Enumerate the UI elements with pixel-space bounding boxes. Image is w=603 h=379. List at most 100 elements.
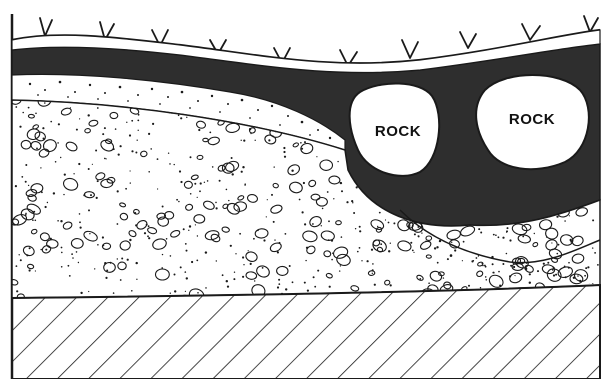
lens-dot <box>564 266 566 268</box>
sand-dot <box>341 190 343 192</box>
sand-dot <box>174 164 175 165</box>
lens-dot <box>510 265 512 267</box>
sand-dot <box>50 121 52 123</box>
sand-dot <box>361 260 362 261</box>
sand-dot <box>197 235 198 236</box>
sand-dot <box>529 273 531 275</box>
sand-dot <box>198 129 200 131</box>
sand-dot <box>234 272 235 273</box>
sand-dot <box>57 220 59 222</box>
sand-dot <box>493 234 495 236</box>
sand-dot <box>104 262 106 264</box>
sand-dot <box>41 191 43 193</box>
sand-dot <box>200 182 202 184</box>
sand-dot <box>304 282 306 284</box>
sand-dot <box>174 290 176 292</box>
sand-dot <box>118 154 120 156</box>
sand-dot <box>22 112 24 114</box>
sand-dot <box>115 128 117 130</box>
lens-dot <box>577 275 579 277</box>
sand-dot <box>289 265 291 267</box>
sand-dot <box>88 291 89 292</box>
sand-dot <box>148 133 150 135</box>
sand-dot <box>25 164 27 166</box>
sand-dot <box>216 207 218 209</box>
sand-dot <box>255 140 256 141</box>
lens-dot <box>417 226 419 228</box>
sand-dot <box>573 277 575 279</box>
sand-dot <box>241 140 242 141</box>
lens-dot <box>568 262 570 264</box>
sand-dot <box>380 243 382 245</box>
sand-dot <box>468 285 470 287</box>
sand-dot <box>478 228 480 230</box>
sand-dot <box>379 212 381 214</box>
lens-dot <box>568 267 570 269</box>
sand-dot <box>138 130 139 131</box>
sand-dot <box>307 290 309 292</box>
sand-dot <box>506 253 508 255</box>
sand-dot <box>21 176 23 178</box>
sand-dot <box>15 185 17 187</box>
sand-dot <box>20 259 22 261</box>
sand-dot <box>135 224 137 226</box>
sand-dot <box>565 276 567 278</box>
sand-dot <box>321 225 322 226</box>
sand-dot <box>79 213 81 215</box>
sand-dot <box>42 127 44 129</box>
sand-dot <box>546 236 547 237</box>
sand-dot <box>130 170 131 171</box>
sand-dot <box>35 270 36 271</box>
sand-dot <box>157 158 159 160</box>
sand-dot <box>120 279 122 281</box>
sand-dot <box>190 156 192 158</box>
sand-dot <box>355 228 356 229</box>
sand-dot <box>117 223 119 225</box>
sand-dot <box>594 252 596 254</box>
sand-dot <box>412 250 414 252</box>
sand-dot <box>498 271 500 273</box>
sand-dot <box>219 180 221 182</box>
sand-dot <box>162 206 164 208</box>
sand-dot <box>507 227 509 229</box>
sand-dot <box>131 290 133 292</box>
sand-dot <box>279 242 281 244</box>
sand-dot <box>25 214 27 216</box>
sand-dot <box>480 232 482 234</box>
lens-dot <box>482 262 484 264</box>
sand-dot <box>237 209 238 210</box>
sand-dot <box>53 192 55 194</box>
sand-dot <box>462 260 463 261</box>
sand-dot <box>178 115 180 117</box>
sand-dot <box>97 244 99 246</box>
lens-dot <box>454 249 456 251</box>
sand-dot <box>239 233 241 235</box>
sand-dot <box>231 157 233 159</box>
sand-dot <box>95 150 97 152</box>
sand-dot <box>186 117 187 118</box>
sand-dot <box>356 186 358 188</box>
sand-dot <box>339 270 340 271</box>
sand-dot <box>32 219 34 221</box>
sand-dot <box>327 191 329 193</box>
sand-dot <box>129 134 131 136</box>
sand-dot <box>131 150 133 152</box>
sand-dot <box>76 129 78 131</box>
sand-dot <box>254 280 255 281</box>
sand-dot <box>195 224 196 225</box>
sand-dot <box>43 138 45 140</box>
sand-dot <box>262 267 264 269</box>
sand-dot <box>340 265 341 266</box>
sand-dot <box>197 292 199 294</box>
sand-dot <box>170 255 172 257</box>
sand-dot <box>25 213 27 215</box>
sand-dot <box>486 279 488 281</box>
lens-dot <box>434 247 436 249</box>
sand-dot <box>19 126 21 128</box>
sand-dot <box>117 258 118 259</box>
sand-dot <box>228 200 229 201</box>
sand-dot <box>126 122 127 123</box>
sand-dot <box>385 219 386 220</box>
sand-dot <box>333 198 334 199</box>
sand-dot <box>216 260 217 261</box>
